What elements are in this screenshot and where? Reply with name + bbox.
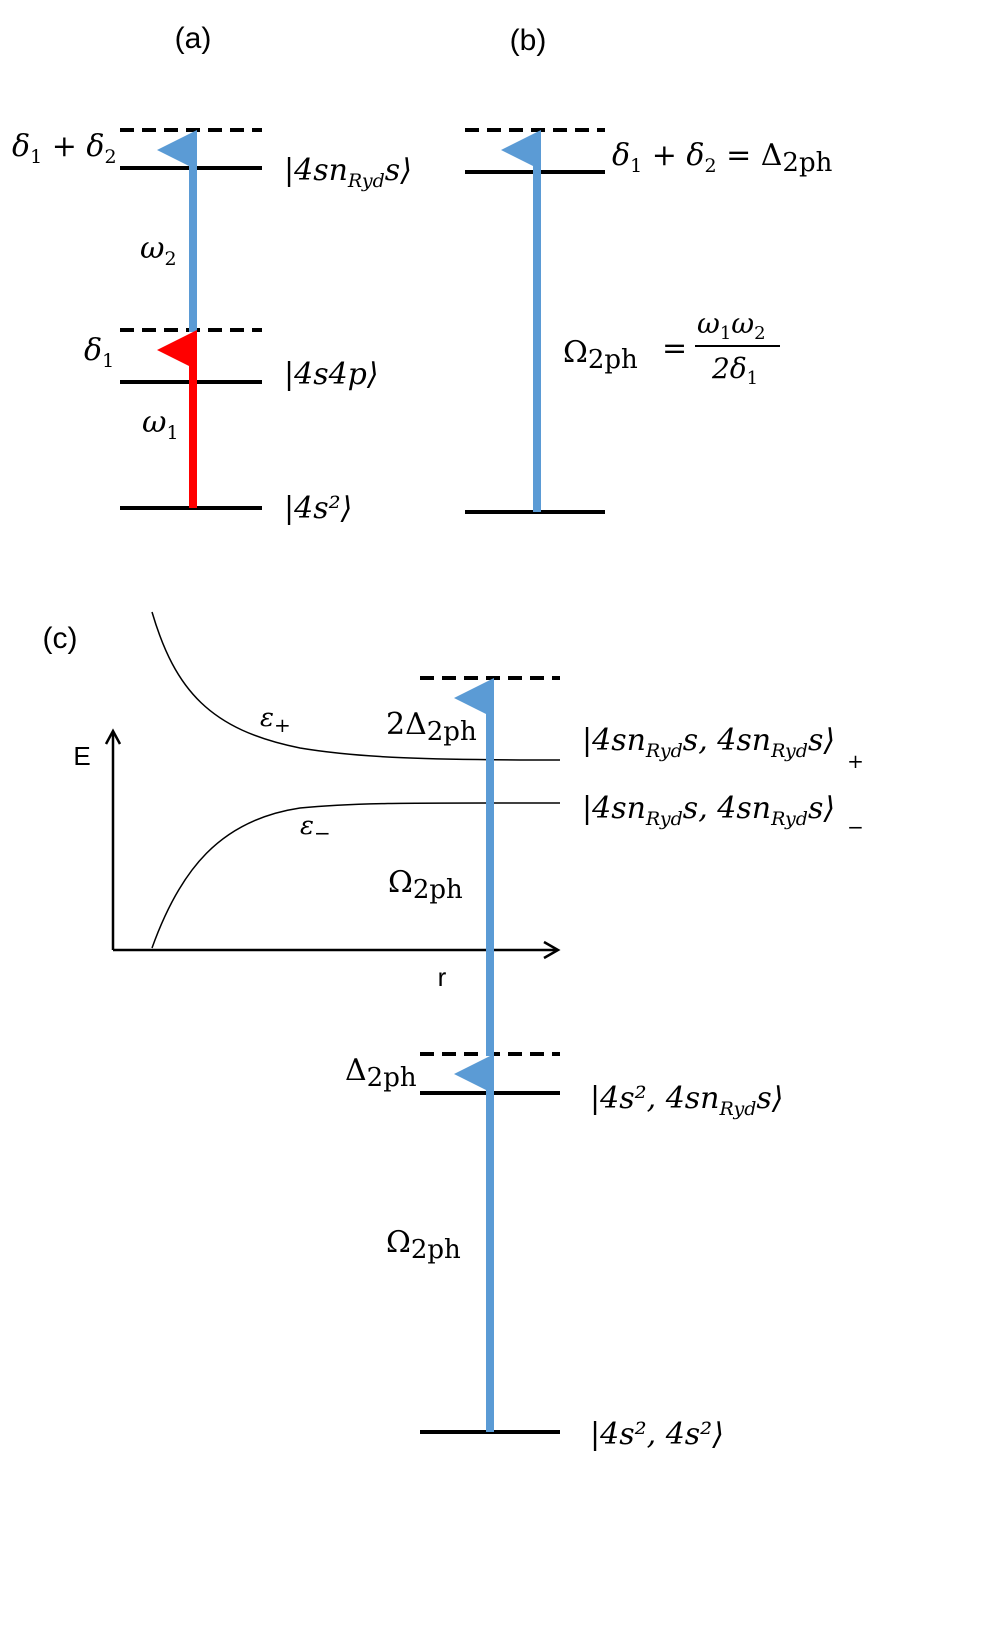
b-rabi-equals: = [662,331,687,366]
c-upper-rabi-label: Ω2ph [388,865,463,905]
a-ground-state-label: |4s²⟩ [284,491,352,526]
c-pair-minus-state-label: |4snRyds, 4snRyds⟩− [582,791,864,839]
c-distance-axis-head [543,940,561,960]
c-distance-axis-label: r [438,962,447,992]
a-rydberg-state-label: |4snRyds⟩ [284,153,412,192]
c-single-detuning-label: Δ2ph [345,1053,417,1093]
c-epsilon-plus-curve [151,611,561,761]
c-lower-rabi-label: Ω2ph [386,1225,461,1265]
a-omega1-label: ω1 [142,405,179,444]
a-delta1-label: δ1 [84,333,114,372]
panel-c: (c) E r ε+ ε− 2Δ2ph Ω2ph Δ2 [43,611,864,1452]
c-double-detuning-label: 2Δ2ph [386,707,477,747]
c-single-rydberg-state-label: |4s², 4snRyds⟩ [590,1081,783,1120]
b-detuning-equation: δ1 + δ2 = Δ2ph [612,138,833,178]
b-rabi-lhs: Ω2ph [563,335,638,375]
b-rabi-numerator: ω1ω2 [697,307,766,344]
panel-c-label: (c) [43,622,78,655]
a-delta12-label: δ1 + δ2 [12,129,117,168]
c-ground-state-label: |4s², 4s²⟩ [590,1417,724,1452]
c-epsilon-minus-curve [151,802,561,949]
panel-b: (b) δ1 + δ2 = Δ2ph Ω2ph = ω1ω2 2δ1 [465,24,833,514]
panel-a-label: (a) [175,22,212,55]
panel-b-label: (b) [510,24,547,57]
c-epsilon-plus-label: ε+ [260,703,291,737]
b-rabi-denominator: 2δ1 [711,352,758,389]
panel-a: (a) δ1 + δ2 δ1 ω2 ω1 |4snRyds⟩ |4s4p⟩ |4… [12,22,412,526]
c-energy-axis-label: E [73,741,90,771]
c-energy-axis-head [104,728,122,745]
a-4s4p-state-label: |4s4p⟩ [284,357,379,392]
c-pair-plus-state-label: |4snRyds, 4snRyds⟩+ [582,723,864,773]
a-omega2-label: ω2 [140,231,177,270]
c-epsilon-minus-label: ε− [300,811,331,845]
